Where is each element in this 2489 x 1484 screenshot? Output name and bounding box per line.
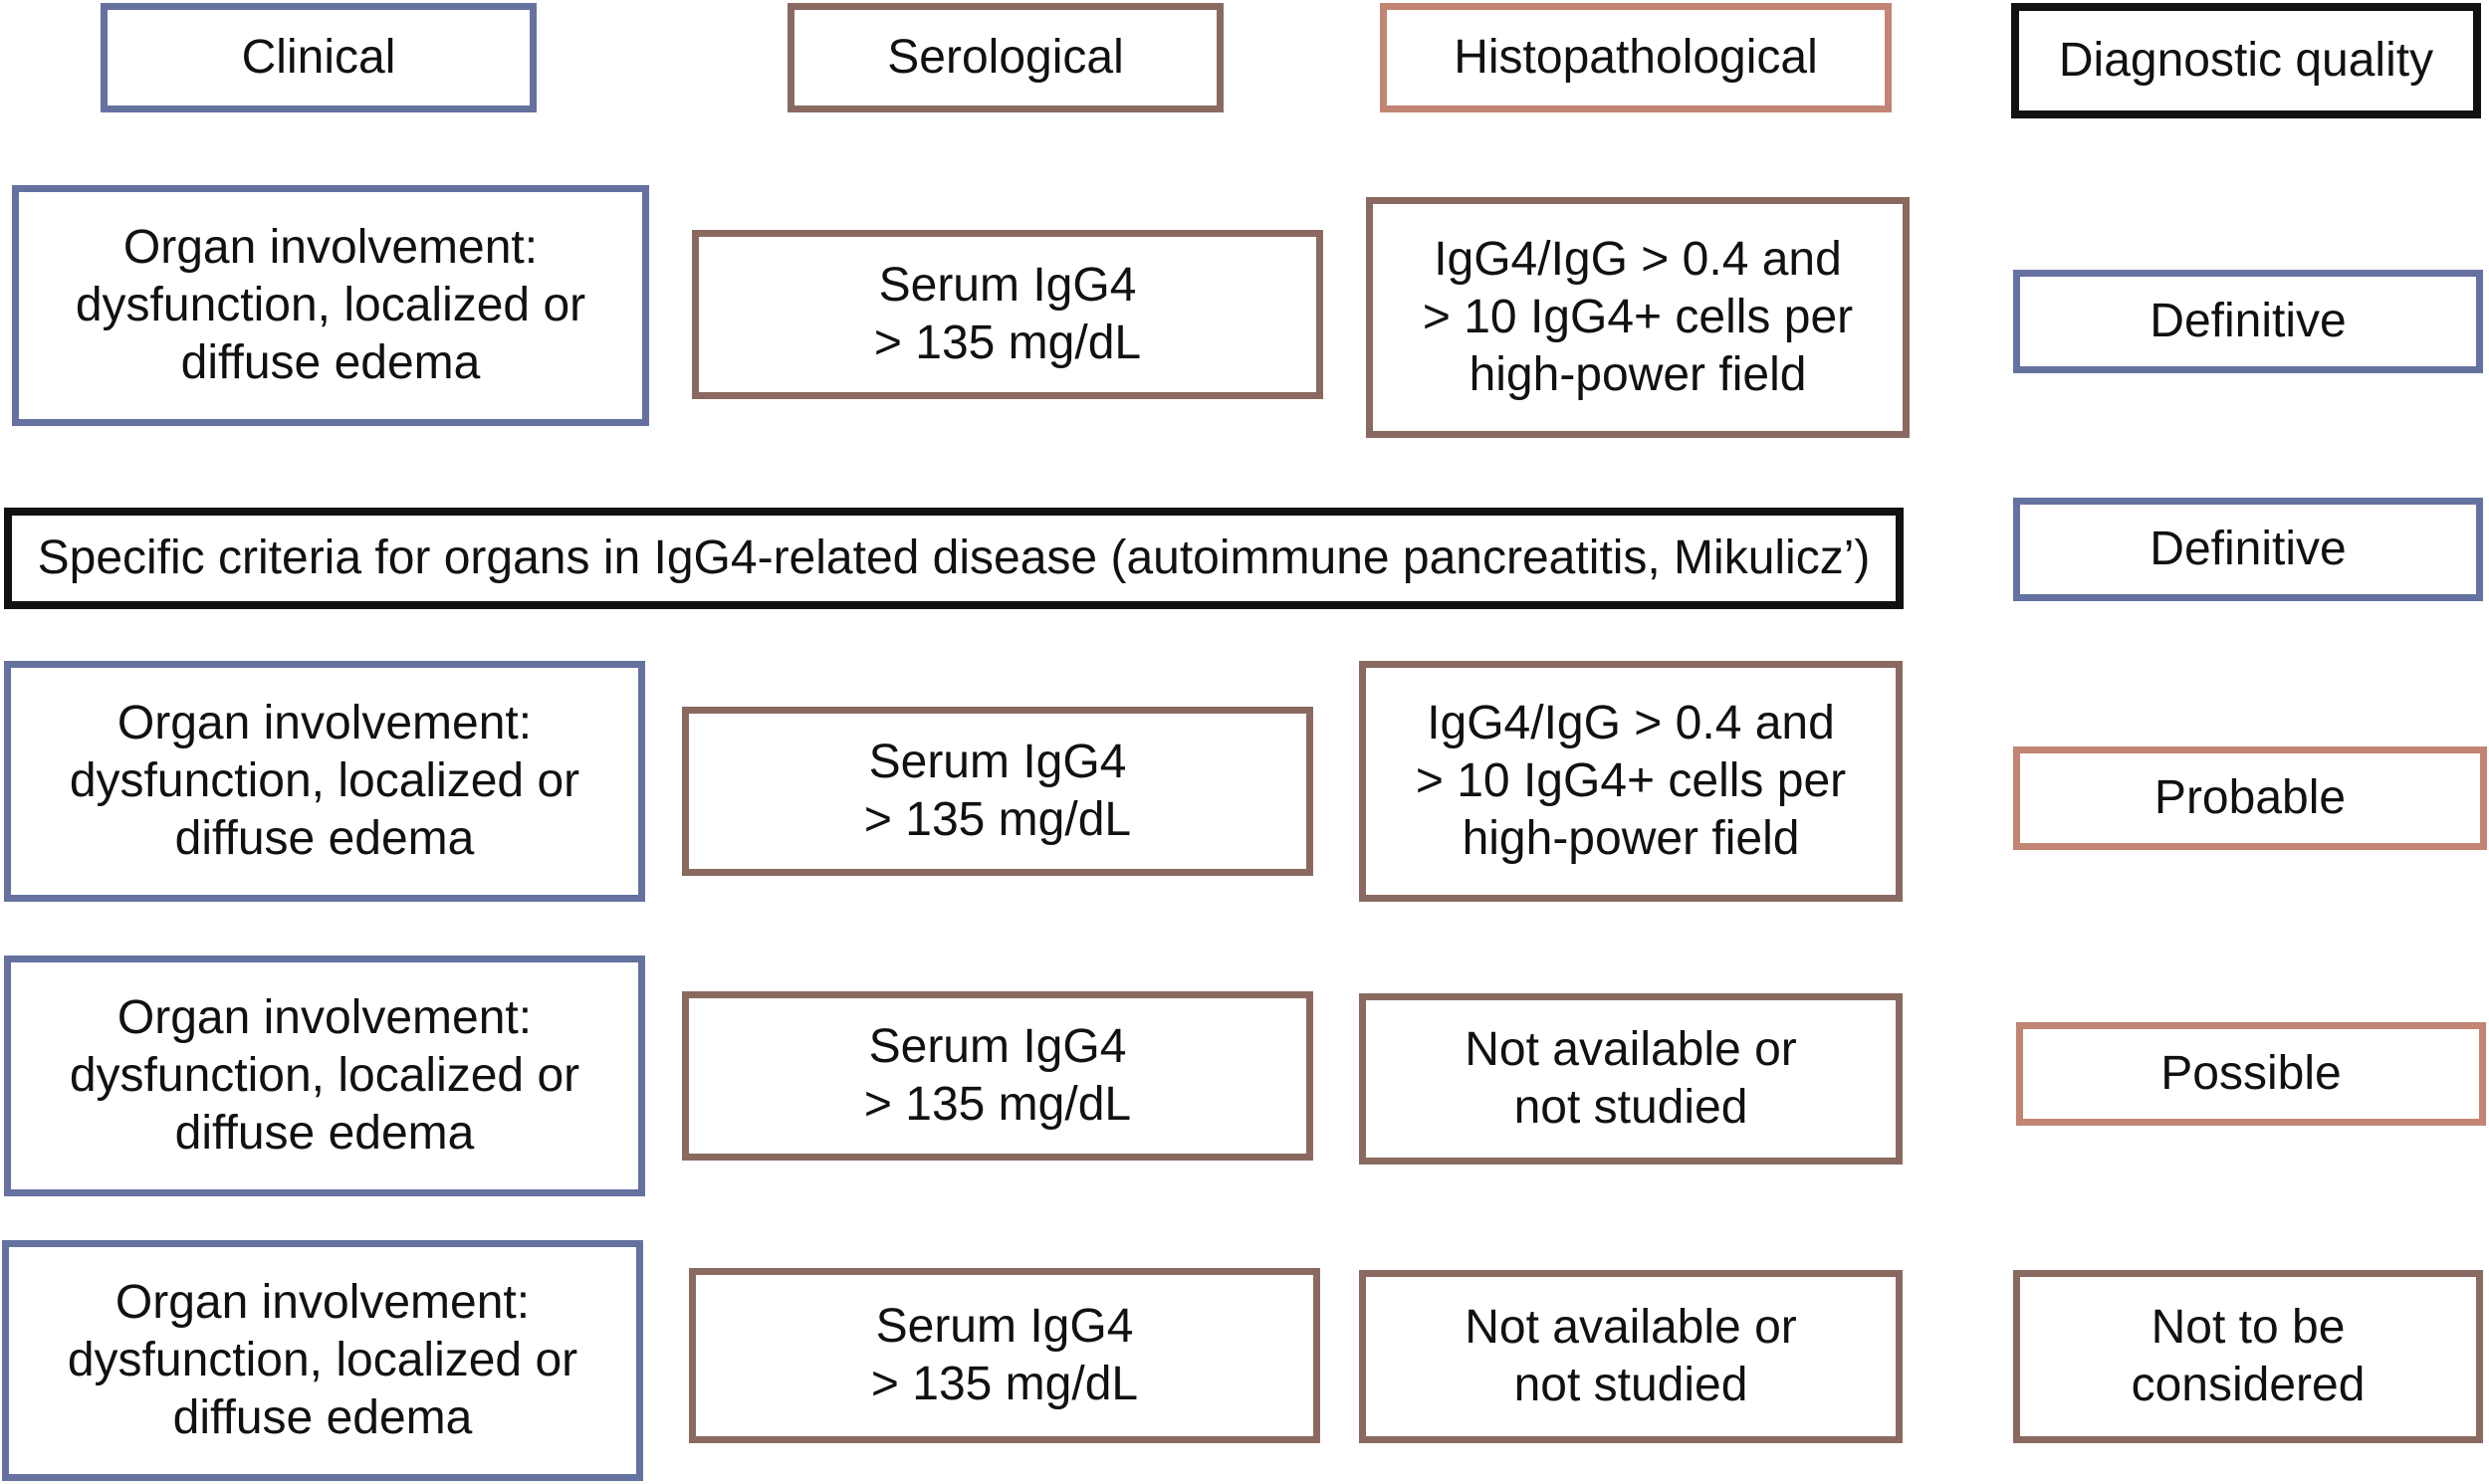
row5-quality-line1: Not to be xyxy=(2150,1301,2346,1354)
row3-quality-label: Probable xyxy=(2153,771,2347,824)
row3-histopathological-box: IgG4/IgG > 0.4 and > 10 IgG4+ cells per … xyxy=(1359,661,1903,902)
row3-histo-line3: high-power field xyxy=(1462,812,1800,865)
row5-serological-line1: Serum IgG4 xyxy=(875,1300,1134,1353)
row3-histo-line2: > 10 IgG4+ cells per xyxy=(1415,754,1847,807)
row4-histopathological-box: Not available or not studied xyxy=(1359,993,1903,1165)
header-diagnostic-quality: Diagnostic quality xyxy=(2011,3,2481,118)
row3-histo-line1: IgG4/IgG > 0.4 and xyxy=(1427,697,1835,749)
row5-quality-line2: considered xyxy=(2131,1359,2366,1411)
row1-histo-line2: > 10 IgG4+ cells per xyxy=(1422,291,1854,343)
row2-quality-label: Definitive xyxy=(2150,523,2347,575)
row3-clinical-line2: dysfunction, localized or xyxy=(69,754,580,807)
row4-quality-label: Possible xyxy=(2160,1047,2342,1100)
row4-clinical-box: Organ involvement: dysfunction, localize… xyxy=(4,955,645,1196)
row1-clinical-line1: Organ involvement: xyxy=(122,221,539,274)
row4-histo-line2: not studied xyxy=(1513,1081,1748,1134)
row2-quality-box: Definitive xyxy=(2013,498,2483,601)
row5-histo-line2: not studied xyxy=(1513,1359,1748,1411)
row4-histo-line1: Not available or xyxy=(1465,1023,1797,1076)
header-clinical-label: Clinical xyxy=(241,31,396,84)
row3-quality-box: Probable xyxy=(2013,746,2487,850)
row1-quality-label: Definitive xyxy=(2150,295,2347,347)
row5-histopathological-box: Not available or not studied xyxy=(1359,1270,1903,1443)
row1-histopathological-box: IgG4/IgG > 0.4 and > 10 IgG4+ cells per … xyxy=(1366,197,1910,438)
row4-clinical-line1: Organ involvement: xyxy=(116,991,533,1044)
row1-serological-line2: > 135 mg/dL xyxy=(873,317,1142,369)
row5-clinical-line1: Organ involvement: xyxy=(114,1276,531,1329)
header-histopathological-label: Histopathological xyxy=(1454,31,1818,84)
row3-clinical-line3: diffuse edema xyxy=(174,812,475,865)
row3-serological-box: Serum IgG4 > 135 mg/dL xyxy=(682,707,1313,876)
row1-serological-box: Serum IgG4 > 135 mg/dL xyxy=(692,230,1323,399)
row1-histo-line3: high-power field xyxy=(1469,348,1807,401)
row1-clinical-box: Organ involvement: dysfunction, localize… xyxy=(12,185,649,426)
row4-serological-box: Serum IgG4 > 135 mg/dL xyxy=(682,991,1313,1161)
header-serological-label: Serological xyxy=(887,31,1124,84)
row3-serological-line1: Serum IgG4 xyxy=(868,736,1127,788)
row5-clinical-line3: diffuse edema xyxy=(172,1391,473,1444)
row2-specific-criteria-box: Specific criteria for organs in IgG4-rel… xyxy=(4,508,1904,609)
row4-quality-box: Possible xyxy=(2016,1022,2486,1126)
row1-clinical-line3: diffuse edema xyxy=(180,336,481,389)
header-histopathological: Histopathological xyxy=(1380,3,1892,112)
row1-histo-line1: IgG4/IgG > 0.4 and xyxy=(1434,233,1842,286)
row1-serological-line1: Serum IgG4 xyxy=(878,259,1137,312)
row3-clinical-box: Organ involvement: dysfunction, localize… xyxy=(4,661,645,902)
row5-clinical-box: Organ involvement: dysfunction, localize… xyxy=(2,1240,643,1481)
row5-serological-line2: > 135 mg/dL xyxy=(870,1358,1139,1410)
row1-clinical-line2: dysfunction, localized or xyxy=(75,279,586,331)
row5-histo-line1: Not available or xyxy=(1465,1301,1797,1354)
row5-clinical-line2: dysfunction, localized or xyxy=(67,1334,578,1386)
row4-serological-line1: Serum IgG4 xyxy=(868,1020,1127,1073)
row2-specific-criteria-label: Specific criteria for organs in IgG4-rel… xyxy=(37,531,1871,584)
header-serological: Serological xyxy=(788,3,1224,112)
row1-quality-box: Definitive xyxy=(2013,270,2483,373)
header-clinical: Clinical xyxy=(101,3,537,112)
row5-serological-box: Serum IgG4 > 135 mg/dL xyxy=(689,1268,1320,1443)
row3-serological-line2: > 135 mg/dL xyxy=(863,793,1132,846)
row4-clinical-line2: dysfunction, localized or xyxy=(69,1049,580,1102)
header-diagnostic-quality-label: Diagnostic quality xyxy=(2058,34,2434,87)
row5-quality-box: Not to be considered xyxy=(2013,1270,2483,1443)
row4-clinical-line3: diffuse edema xyxy=(174,1107,475,1160)
row4-serological-line2: > 135 mg/dL xyxy=(863,1078,1132,1131)
row3-clinical-line1: Organ involvement: xyxy=(116,697,533,749)
